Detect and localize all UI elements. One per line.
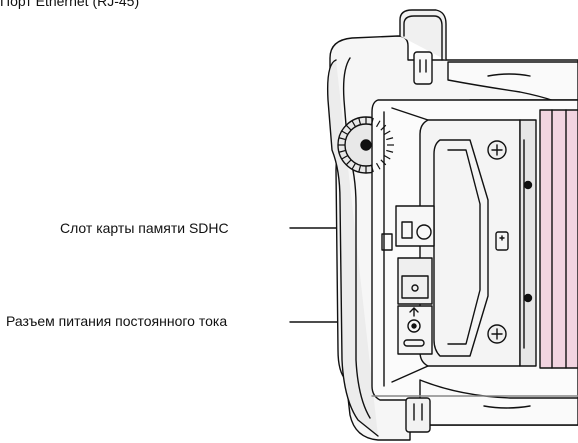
hinge-rail — [519, 119, 537, 367]
top-latch — [413, 51, 433, 85]
pink-side-panel — [539, 109, 578, 369]
knob-tooth — [358, 117, 362, 125]
bottom-latch — [405, 397, 431, 433]
knob-tooth — [341, 154, 349, 160]
knob-tooth — [341, 130, 349, 136]
knob-tooth — [370, 117, 374, 125]
knob-tooth — [370, 165, 374, 173]
sdhc-slot-label: Слот карты памяти SDHC — [60, 220, 229, 236]
knob-tooth — [383, 154, 391, 160]
knob-tooth — [380, 159, 387, 166]
knob-tooth — [375, 120, 381, 128]
ethernet-port-label: Порт Ethernet (RJ-45) — [0, 0, 140, 9]
sdhc-slot — [401, 221, 413, 239]
battery-icon — [495, 231, 509, 251]
dc-power-jack — [407, 319, 421, 333]
dc-power-connector-label: Разъем питания постоянного тока — [6, 313, 228, 329]
knob-tooth — [380, 124, 387, 131]
knob-teeth — [338, 117, 394, 173]
knob-tooth — [345, 159, 352, 166]
dc-power-panel — [397, 305, 433, 355]
top-bracket — [399, 9, 447, 61]
port-box — [397, 257, 433, 305]
knob-tooth — [345, 124, 352, 131]
knob-tooth — [386, 149, 394, 153]
knob-tooth — [375, 162, 381, 170]
knob-tooth — [351, 120, 357, 128]
knob-tooth — [338, 137, 346, 141]
knob-tooth — [383, 130, 391, 136]
knob-tooth — [351, 162, 357, 170]
knob-tooth — [358, 165, 362, 173]
knob-tooth — [338, 149, 346, 153]
knob-tooth — [386, 137, 394, 141]
